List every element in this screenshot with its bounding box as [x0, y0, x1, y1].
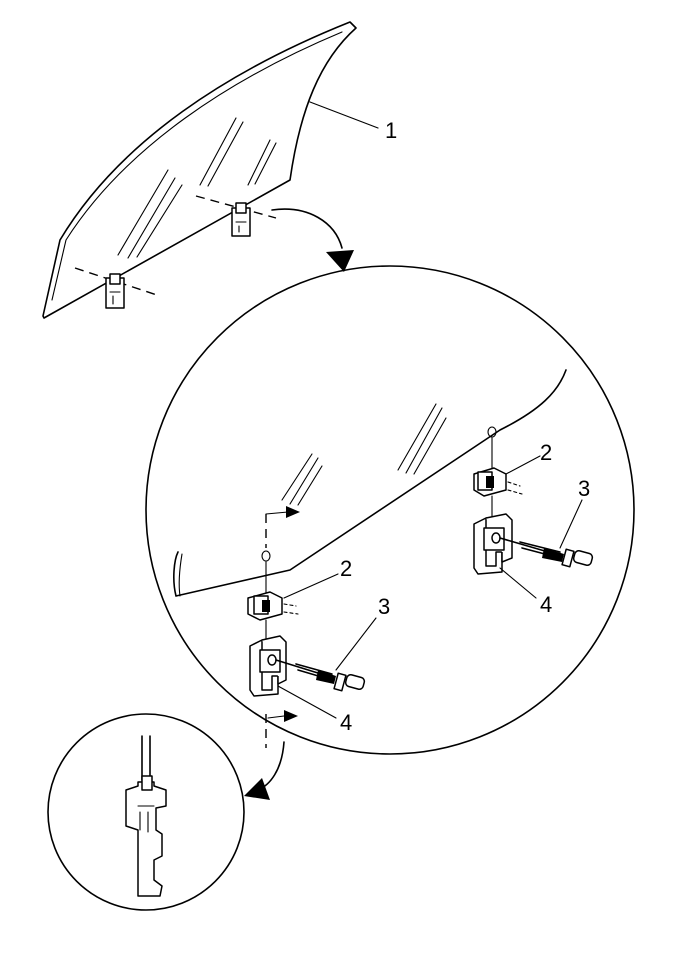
- detail-view-circle: [145, 265, 635, 755]
- callout-label-4-right: 4: [540, 592, 552, 617]
- section-view-circle: [47, 713, 245, 911]
- left-clip-assembly: [247, 506, 366, 748]
- arrow-to-section-view: [244, 741, 285, 800]
- leader-line-2-left: [283, 573, 339, 599]
- callout-label-1: 1: [385, 118, 397, 143]
- leader-line-2-right: [505, 455, 541, 475]
- leader-line-4-right: [499, 567, 537, 599]
- leader-line-3-right: [559, 499, 583, 549]
- glass-clip-small-left: [105, 273, 125, 309]
- leader-line-3-left: [335, 617, 377, 671]
- callout-label-2-left: 2: [340, 556, 352, 581]
- section-view-clip-profile: [125, 735, 167, 897]
- door-window-glass: [42, 21, 357, 319]
- leader-line-1: [309, 101, 379, 129]
- callout-label-2-right: 2: [540, 440, 552, 465]
- upper-clip-right: [473, 467, 523, 497]
- right-clip-assembly: [473, 426, 594, 575]
- bolt-left: [275, 659, 366, 692]
- upper-clip-left: [247, 591, 299, 621]
- detail-glass-edge: [173, 369, 567, 597]
- callout-label-4-left: 4: [340, 710, 352, 735]
- glass-clip-small-right: [231, 202, 251, 237]
- bolt-right: [499, 537, 594, 568]
- callout-label-3-left: 3: [378, 594, 390, 619]
- arrow-to-detail-view: [271, 208, 354, 272]
- lower-bracket-left: [249, 635, 287, 697]
- lower-bracket-right: [473, 513, 513, 575]
- callout-label-3-right: 3: [578, 476, 590, 501]
- leader-line-4-left: [277, 685, 337, 719]
